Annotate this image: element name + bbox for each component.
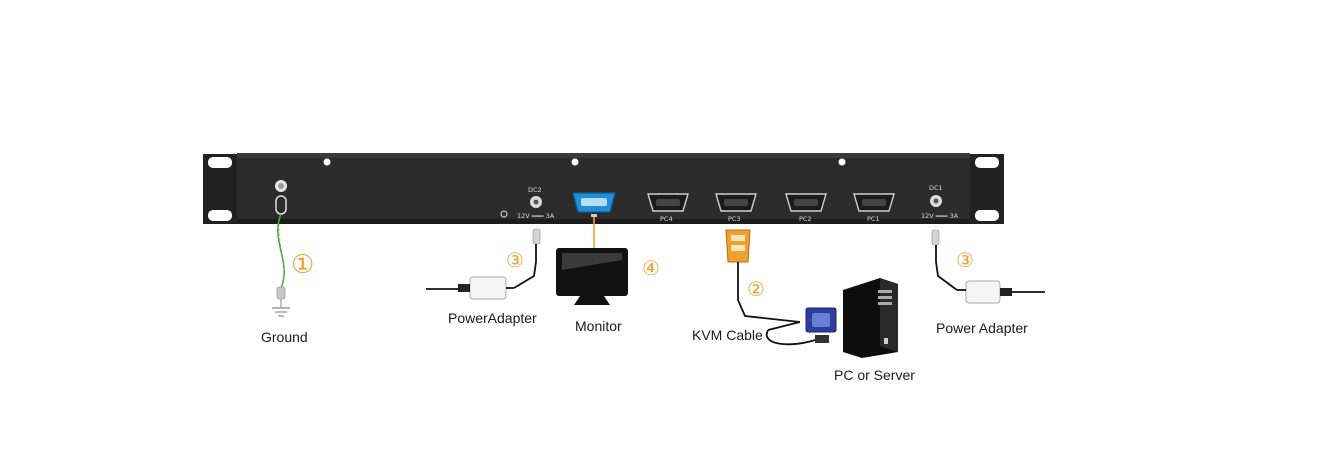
pc-port-2: PC2 [785, 193, 827, 223]
monitor-label: Monitor [575, 318, 622, 334]
pc-port-4: PC4 [647, 193, 689, 223]
rack-panel [237, 153, 970, 224]
right-rack-ear [970, 154, 1004, 224]
left-power-adapter [426, 228, 541, 300]
ground-label: Ground [261, 329, 308, 345]
dc2-label: DC2 [528, 186, 542, 194]
pc-or-server-label: PC or Server [834, 367, 915, 383]
monitor-icon [556, 217, 628, 305]
step-3-right-marker: ③ [956, 250, 974, 272]
dc1-label: DC1 [929, 184, 943, 192]
power-adapter-right-label: Power Adapter [936, 320, 1028, 336]
pc-port-label: PC3 [728, 215, 741, 223]
ground-screw [275, 180, 287, 215]
step-1-marker: ① [291, 249, 314, 279]
dc1-rating: 12V ═══ 3A [921, 212, 959, 220]
vga-monitor-port [572, 192, 616, 217]
pc-port-label: PC4 [660, 215, 673, 223]
kvm-cable-label: KVM Cable [692, 327, 763, 343]
pc-port-3: PC3 [715, 193, 757, 223]
mount-hole [323, 158, 331, 166]
mount-hole [838, 158, 846, 166]
dc2-rating: 12V ═══ 3A [517, 212, 555, 220]
step-3-left-marker: ③ [506, 250, 524, 272]
ground-wire [272, 213, 290, 317]
left-rack-ear [203, 154, 237, 224]
pc-tower-icon [843, 278, 898, 358]
dc2-jack: DC2 12V ═══ 3A [517, 186, 555, 220]
reset-hole [500, 210, 508, 218]
power-adapter-left-label: PowerAdapter [448, 310, 537, 326]
right-power-adapter [931, 229, 1045, 304]
pc-port-label: PC1 [867, 215, 880, 223]
step-4-marker: ④ [642, 258, 660, 280]
pc-port-1: PC1 [853, 193, 895, 223]
step-2-marker: ② [747, 279, 765, 301]
svg-text:①: ① [291, 249, 314, 279]
pc-port-label: PC2 [799, 215, 812, 223]
kvm-cable [725, 229, 837, 346]
mount-hole [571, 158, 579, 166]
dc1-jack: DC1 12V ═══ 3A [921, 184, 959, 220]
